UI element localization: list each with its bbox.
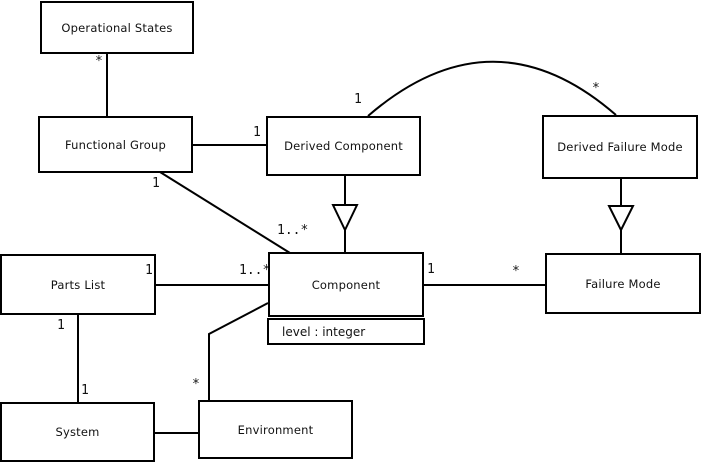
class-name: Derived Failure Mode (557, 140, 683, 154)
class-name: Operational States (61, 20, 173, 35)
generalization-triangle-icon (331, 204, 359, 233)
multiplicity-label: * (192, 377, 200, 392)
class-name: Failure Mode (585, 276, 661, 291)
class-system: System (0, 402, 155, 462)
class-name: System (55, 425, 100, 439)
multiplicity-label: 1..* (277, 223, 309, 238)
class-operational-states: Operational States (40, 1, 194, 54)
multiplicity-label: 1 (81, 383, 89, 398)
multiplicity-label: 1 (427, 262, 435, 277)
class-parts-list: Parts List (0, 254, 156, 315)
class-name: Component (311, 277, 381, 292)
association-component-environment (208, 302, 269, 400)
class-environment: Environment (198, 400, 353, 459)
generalization-triangle-icon (607, 205, 635, 233)
class-failure-mode: Failure Mode (545, 253, 701, 314)
class-functional-group: Functional Group (38, 116, 193, 173)
class-name: Functional Group (64, 137, 167, 152)
multiplicity-label: * (592, 81, 600, 96)
multiplicity-label: 1..* (239, 263, 271, 278)
multiplicity-label: * (512, 264, 520, 279)
association-arc-derivedcomponent-derivedfailuremode (367, 60, 617, 117)
generalization-derivedfailuremode-failuremode (607, 179, 635, 253)
multiplicity-label: 1 (145, 263, 153, 278)
multiplicity-label: 1 (57, 318, 65, 333)
attribute-level: level : integer (282, 324, 366, 339)
multiplicity-label: 1 (253, 125, 261, 140)
multiplicity-label: 1 (354, 92, 362, 107)
generalization-derivedcomponent-component (331, 176, 359, 252)
class-component-attributes: level : integer (267, 318, 425, 345)
class-name: Derived Component (284, 139, 403, 153)
multiplicity-label: 1 (152, 176, 160, 191)
association-functionalgroup-component (159, 171, 291, 254)
class-derived-component: Derived Component (266, 116, 421, 176)
class-name: Environment (237, 422, 314, 437)
class-name: Parts List (50, 277, 106, 292)
multiplicity-label: * (95, 54, 103, 69)
class-derived-failure-mode: Derived Failure Mode (542, 115, 698, 179)
class-component: Component (268, 252, 424, 317)
